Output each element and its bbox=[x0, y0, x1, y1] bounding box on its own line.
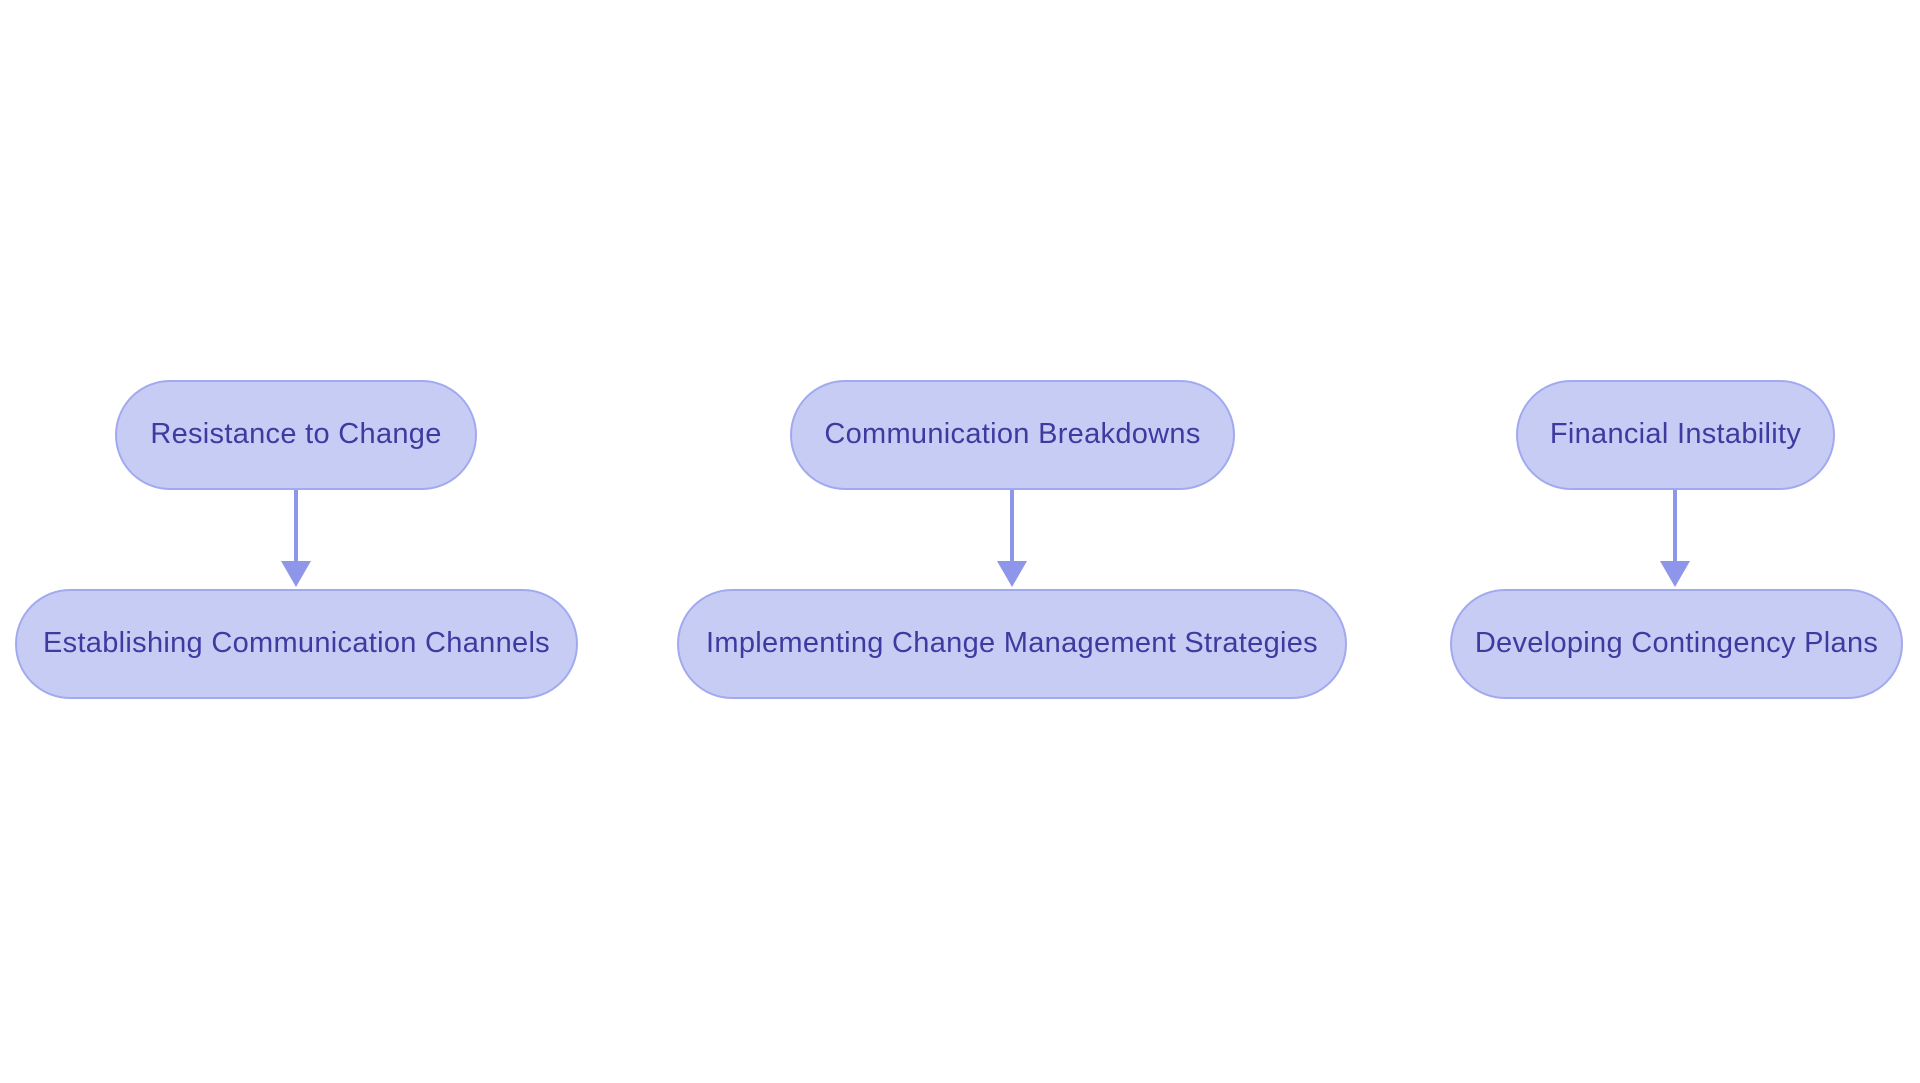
arrow-line bbox=[1010, 490, 1014, 561]
node-financial-instability: Financial Instability bbox=[1516, 380, 1835, 490]
node-resistance-to-change: Resistance to Change bbox=[115, 380, 477, 490]
arrow-financial-to-developing bbox=[1660, 490, 1690, 587]
arrow-resistance-to-establishing bbox=[281, 490, 311, 587]
node-developing-contingency-plans: Developing Contingency Plans bbox=[1450, 589, 1903, 699]
arrow-head-icon bbox=[1660, 561, 1690, 587]
arrow-head-icon bbox=[997, 561, 1027, 587]
arrow-line bbox=[294, 490, 298, 561]
node-establishing-communication-channels: Establishing Communication Channels bbox=[15, 589, 578, 699]
arrow-line bbox=[1673, 490, 1677, 561]
node-implementing-change-management-strategies: Implementing Change Management Strategie… bbox=[677, 589, 1347, 699]
arrow-communication-to-implementing bbox=[997, 490, 1027, 587]
node-communication-breakdowns: Communication Breakdowns bbox=[790, 380, 1235, 490]
arrow-head-icon bbox=[281, 561, 311, 587]
